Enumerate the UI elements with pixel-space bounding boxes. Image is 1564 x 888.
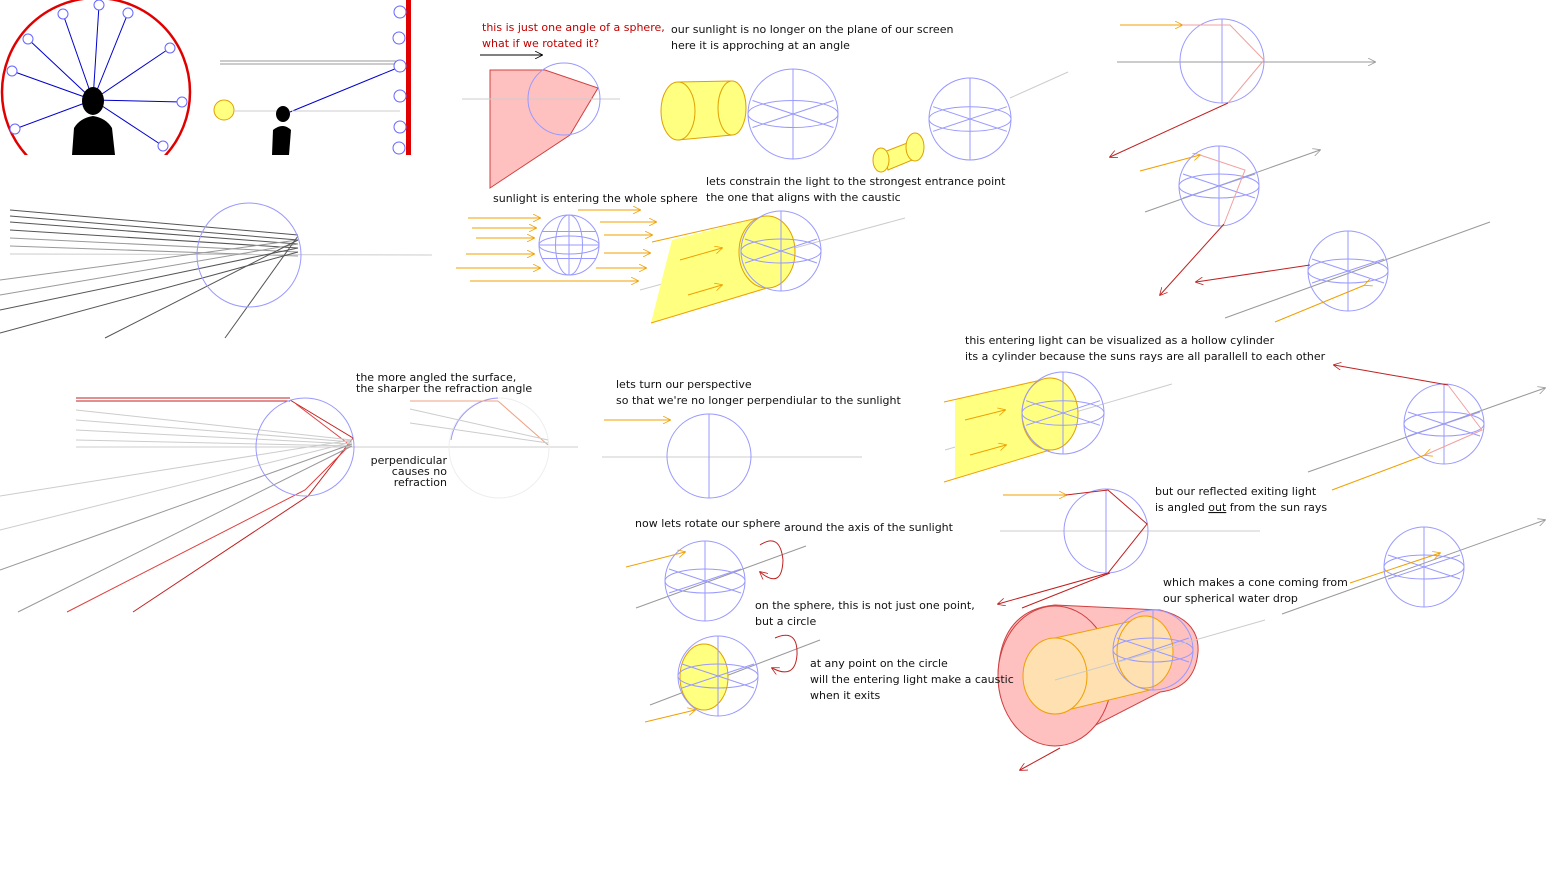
- note-rotate-sphere: now lets rotate our sphere: [635, 517, 781, 530]
- note-hollow-1: this entering light can be visualized as…: [965, 334, 1275, 347]
- note-exit-2: is angled out from the sun rays: [1155, 501, 1327, 514]
- note-perp-1: perpendicular: [371, 454, 448, 467]
- sun-person-wall-figure: [213, 0, 411, 155]
- sun-icon: [213, 99, 235, 121]
- note-circle-2: but a circle: [755, 615, 816, 628]
- reflection-globes: [1110, 18, 1491, 322]
- rotation-arrow-icon: [760, 540, 784, 579]
- note-rotate-q1: this is just one angle of a sphere,: [482, 21, 665, 34]
- note-perp-2: causes no: [392, 465, 447, 478]
- note-constrain-1: lets constrain the light to the stronges…: [706, 175, 1006, 188]
- note-angled-1: the more angled the surface,: [356, 371, 516, 384]
- note-caustic-1: at any point on the circle: [810, 657, 948, 670]
- note-turn-1: lets turn our perspective: [616, 378, 752, 391]
- whole-sphere-rays: [0, 202, 433, 339]
- note-caustic-3: when it exits: [810, 689, 881, 702]
- caustic-cone-figure: [997, 520, 1545, 770]
- hollow-cylinder-figure: [943, 372, 1173, 483]
- circle-sphere-figure: [644, 635, 821, 722]
- constrained-cylinder-figure: [639, 211, 906, 324]
- note-hollow-2: its a cylinder because the suns rays are…: [965, 350, 1326, 363]
- small-person-icon: [272, 106, 291, 155]
- right-reflection-globe: [1307, 365, 1545, 491]
- note-exit-1: but our reflected exiting light: [1155, 485, 1317, 498]
- sky-dome-figure: [0, 0, 192, 155]
- note-perp-3: refraction: [394, 476, 447, 489]
- rotate-sphere-figure: [625, 540, 807, 621]
- note-constrain-2: the one that aligns with the caustic: [706, 191, 901, 204]
- note-cone-1: which makes a cone coming from: [1163, 576, 1348, 589]
- refraction-figure: [0, 397, 578, 613]
- note-angle-2: here it is approching at an angle: [671, 39, 850, 52]
- note-circle-1: on the sphere, this is not just one poin…: [755, 599, 975, 612]
- note-around-axis: around the axis of the sunlight: [784, 521, 954, 534]
- note-caustic-2: will the entering light make a caustic: [810, 673, 1014, 686]
- perspective-figure: [602, 413, 862, 499]
- note-angled-2: the sharper the refraction angle: [356, 382, 532, 395]
- note-turn-2: so that we're no longer perpendiular to …: [616, 394, 902, 407]
- note-cone-2: our spherical water drop: [1163, 592, 1298, 605]
- whole-sphere-figure: [456, 210, 656, 281]
- exit-angle-figure: [998, 488, 1260, 604]
- person-silhouette-icon: [72, 87, 115, 155]
- note-whole-sphere: sunlight is entering the whole sphere: [493, 192, 698, 205]
- note-rotate-q2: what if we rotated it?: [482, 37, 599, 50]
- light-cone-figure: [660, 69, 1069, 172]
- note-angle-1: our sunlight is no longer on the plane o…: [671, 23, 953, 36]
